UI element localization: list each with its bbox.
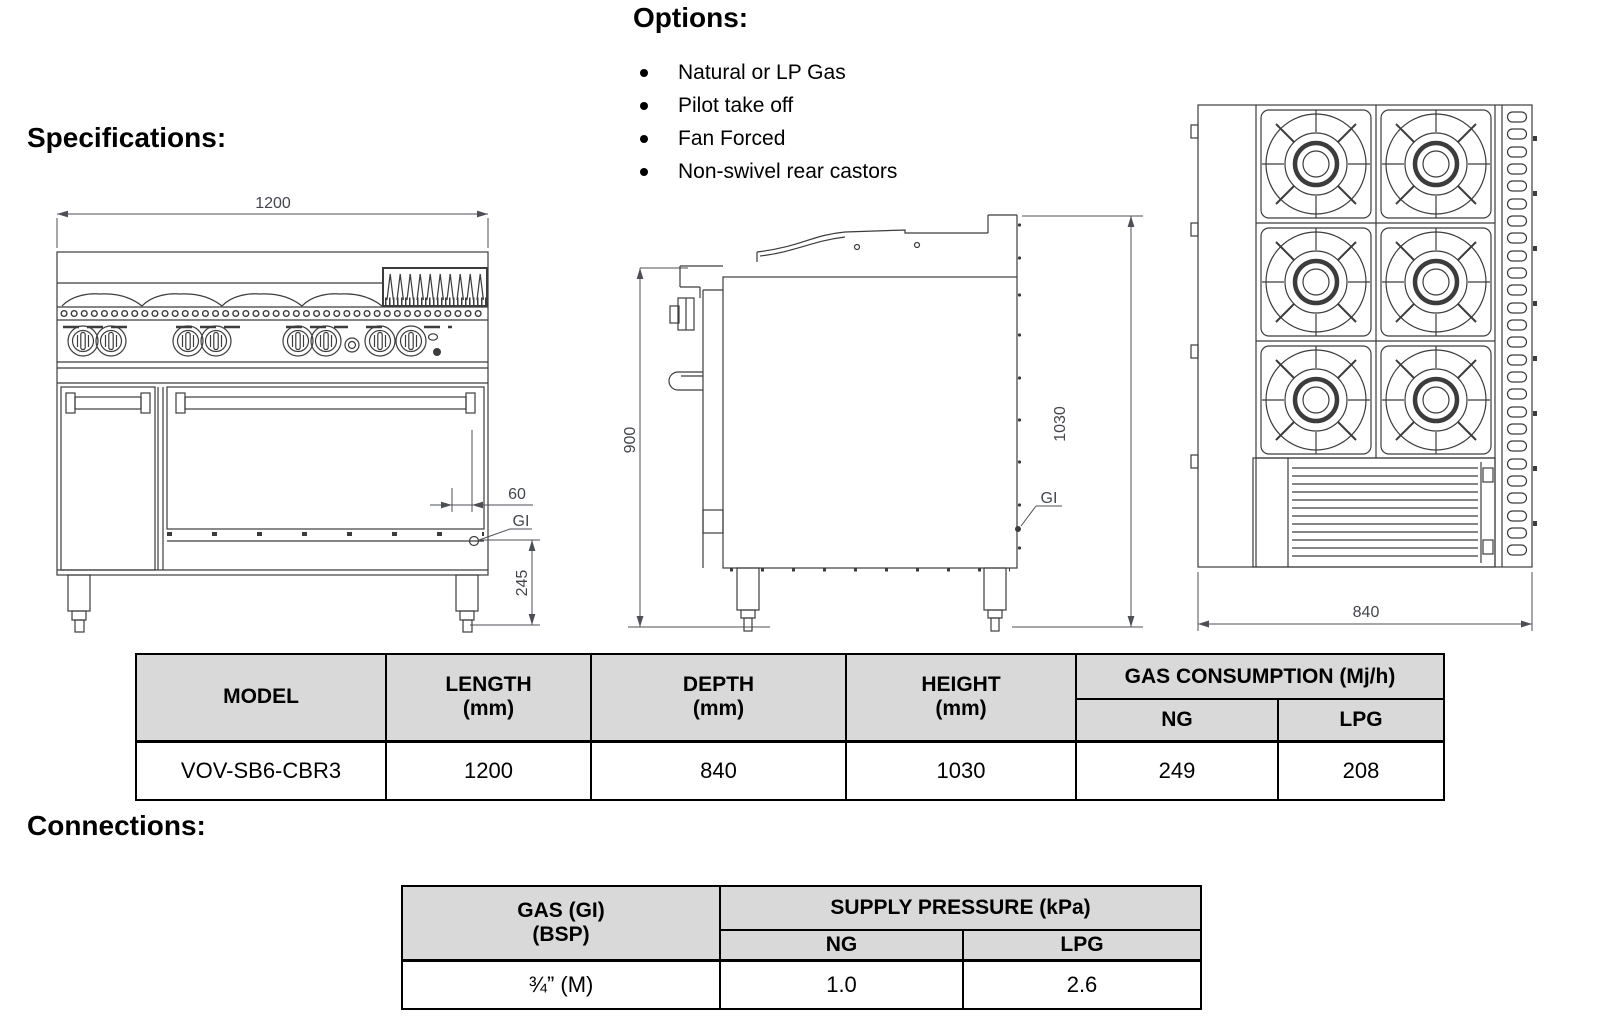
dim-label-offset: 60 bbox=[508, 486, 526, 503]
leg bbox=[983, 567, 1007, 632]
option-label: Pilot take off bbox=[678, 93, 794, 117]
option-label: Natural or LP Gas bbox=[678, 60, 846, 84]
dim-label-body-height: 900 bbox=[622, 427, 639, 454]
burner bbox=[1261, 110, 1371, 218]
dim-label-total-height: 1030 bbox=[1052, 406, 1069, 442]
table-row: ¾” (M) 1.0 2.6 bbox=[401, 959, 1203, 1010]
column-header-ng: NG bbox=[719, 929, 964, 962]
cell-gas-size: ¾” (M) bbox=[401, 959, 721, 1010]
bullet-icon bbox=[640, 101, 648, 110]
cell-length: 1200 bbox=[385, 740, 592, 801]
gas-inlet-callout: GI bbox=[468, 513, 532, 547]
leg bbox=[455, 574, 479, 633]
column-header-gas-connection: GAS (GI) (BSP) bbox=[401, 885, 721, 962]
control-knob bbox=[95, 325, 127, 357]
rear-vent-strip bbox=[1501, 105, 1537, 567]
list-item: Pilot take off bbox=[640, 89, 897, 122]
side-elevation-drawing: 900 bbox=[622, 214, 1143, 632]
list-item: Non-swivel rear castors bbox=[640, 155, 897, 188]
control-knob bbox=[172, 325, 204, 357]
oven-door bbox=[166, 386, 485, 542]
connections-table: GAS (GI) (BSP) SUPPLY PRESSURE (kPa) NG … bbox=[401, 885, 1203, 1010]
dimension-1030: 1030 bbox=[1012, 215, 1143, 628]
cabinet-door bbox=[60, 386, 156, 571]
cell-lpg-pressure: 2.6 bbox=[961, 959, 1203, 1010]
column-header-gas-consumption: GAS CONSUMPTION (Mj/h) bbox=[1075, 653, 1445, 700]
cell-lpg: 208 bbox=[1277, 740, 1445, 801]
leg bbox=[67, 574, 91, 633]
specifications-heading: Specifications: bbox=[27, 122, 227, 153]
bullet-icon bbox=[640, 167, 648, 176]
rear-riser bbox=[987, 214, 1022, 550]
pilot-knob bbox=[344, 337, 360, 353]
list-item: Fan Forced bbox=[640, 122, 897, 155]
column-header-depth: DEPTH (mm) bbox=[590, 653, 847, 743]
connections-heading: Connections: bbox=[27, 810, 206, 841]
dimension-60: 60 bbox=[430, 430, 533, 512]
dimension-245: 245 bbox=[470, 539, 540, 626]
column-header-height: HEIGHT (mm) bbox=[845, 653, 1077, 743]
gas-inlet-label: GI bbox=[1041, 490, 1058, 507]
column-header-ng: NG bbox=[1075, 698, 1279, 743]
dim-label-leg-height: 245 bbox=[514, 570, 531, 597]
control-knob bbox=[310, 325, 342, 357]
specifications-table: MODEL LENGTH (mm) DEPTH (mm) HEIGHT (mm)… bbox=[135, 653, 1445, 801]
bullet-icon bbox=[640, 134, 648, 143]
options-list: Natural or LP Gas Pilot take off Fan For… bbox=[640, 56, 897, 188]
burner bbox=[1381, 346, 1491, 454]
dim-label-depth: 840 bbox=[1353, 604, 1380, 621]
table-row: VOV-SB6-CBR3 1200 840 1030 249 208 bbox=[135, 740, 1445, 801]
front-panel-profile bbox=[679, 252, 758, 568]
burner bbox=[1381, 110, 1491, 218]
side-control-knob bbox=[669, 297, 695, 331]
chargrill-front bbox=[382, 267, 488, 307]
cell-ng-pressure: 1.0 bbox=[719, 959, 964, 1010]
dimension-1200: 1200 bbox=[56, 195, 489, 248]
options-heading: Options: bbox=[633, 2, 749, 33]
splash-back-profile bbox=[756, 229, 988, 257]
column-header-lpg: LPG bbox=[1277, 698, 1445, 743]
control-knob bbox=[282, 325, 314, 357]
dimension-900: 900 bbox=[622, 267, 770, 628]
cell-height: 1030 bbox=[845, 740, 1077, 801]
column-header-lpg: LPG bbox=[961, 929, 1203, 962]
dimension-840: 840 bbox=[1197, 572, 1533, 631]
cell-model: VOV-SB6-CBR3 bbox=[135, 740, 387, 801]
column-header-length: LENGTH (mm) bbox=[385, 653, 592, 743]
gas-inlet-callout: GI bbox=[1015, 490, 1062, 532]
list-item: Natural or LP Gas bbox=[640, 56, 897, 89]
range-body-outline bbox=[56, 251, 489, 576]
leg bbox=[736, 567, 760, 632]
bullet-icon bbox=[640, 68, 648, 77]
control-knob bbox=[395, 325, 427, 357]
chargrill-plan bbox=[1252, 457, 1496, 568]
ignition-button bbox=[433, 348, 441, 356]
cell-ng: 249 bbox=[1075, 740, 1279, 801]
dim-label-width: 1200 bbox=[255, 195, 291, 212]
top-plan-drawing: 840 bbox=[1190, 104, 1537, 631]
gas-inlet-label: GI bbox=[513, 513, 530, 530]
control-knob bbox=[67, 325, 99, 357]
column-header-model: MODEL bbox=[135, 653, 387, 743]
column-header-supply-pressure: SUPPLY PRESSURE (kPa) bbox=[718, 885, 1203, 931]
burner bbox=[1261, 346, 1371, 454]
burner bbox=[1261, 228, 1371, 336]
control-knob bbox=[200, 325, 232, 357]
control-panel bbox=[63, 325, 452, 357]
control-knob bbox=[364, 325, 396, 357]
side-door-handle bbox=[668, 371, 703, 391]
cell-depth: 840 bbox=[590, 740, 847, 801]
option-label: Non-swivel rear castors bbox=[678, 159, 898, 183]
burner bbox=[1381, 228, 1491, 336]
option-label: Fan Forced bbox=[678, 126, 786, 150]
front-elevation-drawing: 1200 bbox=[56, 195, 540, 633]
side-body-outline bbox=[722, 276, 1018, 569]
burner-trivets bbox=[61, 293, 383, 307]
